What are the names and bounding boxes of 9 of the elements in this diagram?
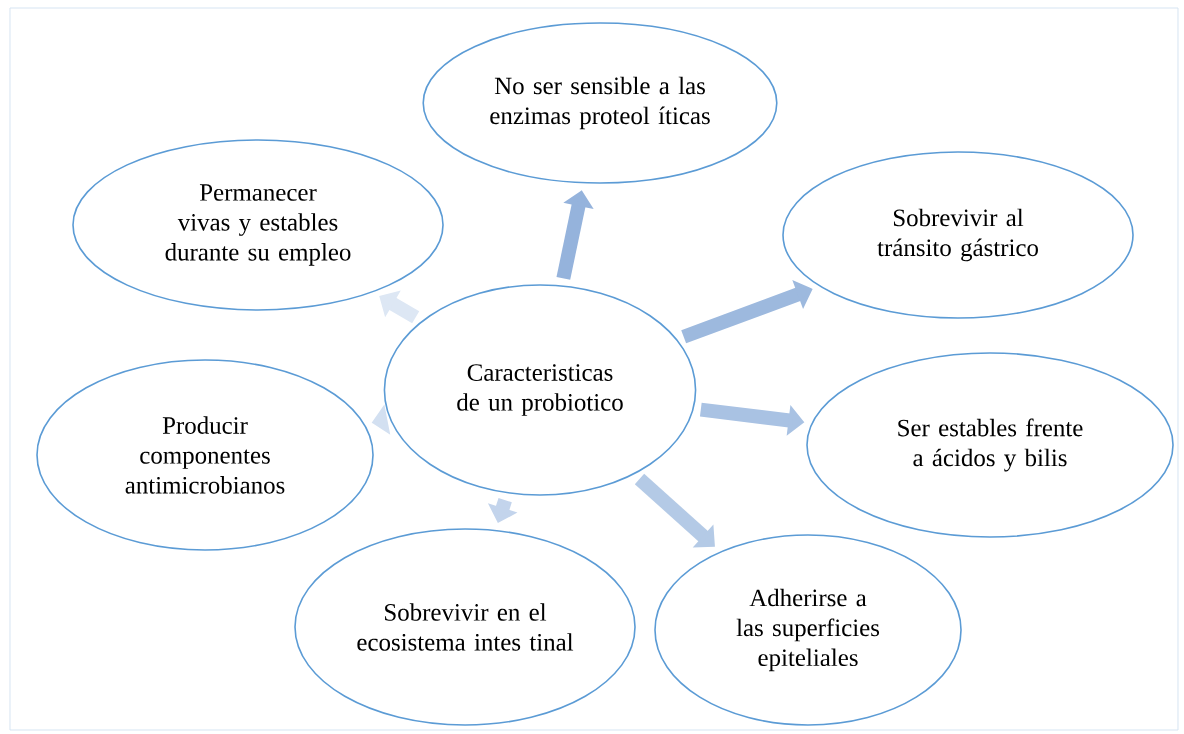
block-arrow — [634, 473, 715, 548]
ellipse-node: Producir componentes antimicrobianos — [36, 359, 374, 551]
ellipse-node: Sobrevivir al tránsito gástrico — [782, 151, 1134, 319]
ellipse-node: Caracteristicas de un probiotico — [383, 284, 697, 496]
ellipse-node: Ser estables frente a ácidos y bilis — [806, 352, 1174, 538]
ellipse-node: Permanecer vivas y estables durante su empleo — [72, 139, 444, 311]
ellipse-node: Adherirse a las superficies epiteliales — [654, 534, 962, 726]
ellipse-node: Sobrevivir en el ecosistema intes tinal — [294, 528, 636, 726]
ellipse-node: No ser sensible a las enzimas proteol íticas — [422, 22, 778, 184]
